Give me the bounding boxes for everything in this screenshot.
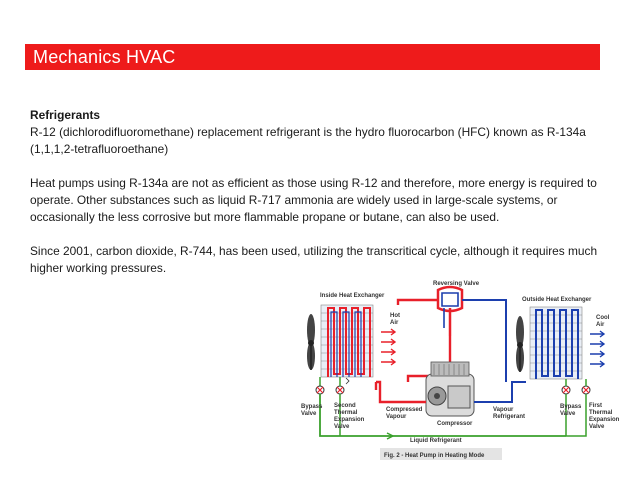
label-hot-air-1: Hot xyxy=(390,313,400,319)
label-first-tev-3: Expansion xyxy=(589,417,620,423)
label-second-tev-3: Expansion xyxy=(334,417,365,423)
intro-paragraph: Refrigerants R-12 (dichlorodifluorometha… xyxy=(30,107,600,158)
label-first-tev-2: Thermal xyxy=(589,410,613,416)
title-bar: Mechanics HVAC xyxy=(25,44,600,70)
label-bypass-valve-left-2: Valve xyxy=(301,411,317,417)
right-valve-group xyxy=(561,379,591,437)
inside-heat-exchanger xyxy=(320,304,374,378)
cool-air-arrows xyxy=(590,330,606,368)
label-outside-heat-exchanger: Outside Heat Exchanger xyxy=(522,297,592,303)
label-vapour-refrigerant-1: Vapour xyxy=(493,407,514,413)
reversing-valve xyxy=(436,285,464,336)
label-second-tev-4: Valve xyxy=(334,424,350,430)
label-liquid-refrigerant: Liquid Refrigerant xyxy=(410,438,462,444)
label-cool-air-1: Cool xyxy=(596,315,610,321)
label-hot-air-2: Air xyxy=(390,320,399,326)
label-second-tev-2: Thermal xyxy=(334,410,358,416)
hot-air-arrows xyxy=(381,328,397,366)
caption-box xyxy=(380,448,502,460)
label-compressed-vapour-1: Compressed xyxy=(386,407,423,413)
label-vapour-refrigerant-2: Refrigerant xyxy=(493,414,525,420)
left-valve-group xyxy=(315,377,566,437)
label-inside-heat-exchanger: Inside Heat Exchanger xyxy=(320,293,385,299)
label-first-tev-4: Valve xyxy=(589,424,605,430)
label-bypass-valve-left-1: Bypass xyxy=(301,404,323,410)
fan-icon xyxy=(516,316,524,372)
paragraph-efficiency: Heat pumps using R-134a are not as effic… xyxy=(30,176,597,224)
outside-heat-exchanger xyxy=(529,306,583,380)
label-compressor: Compressor xyxy=(437,421,473,427)
paragraph-co2: Since 2001, carbon dioxide, R-744, has b… xyxy=(30,244,598,275)
paragraph-r12: R-12 (dichlorodifluoromethane) replaceme… xyxy=(30,125,586,156)
section-heading: Refrigerants xyxy=(30,108,101,122)
heat-pump-diagram: Inside Heat Exchanger Reversing Valve Ou… xyxy=(298,278,628,473)
label-first-tev-1: First xyxy=(589,403,602,409)
label-second-tev-1: Second xyxy=(334,403,356,409)
label-bypass-valve-right-1: Bypass xyxy=(560,404,582,410)
fan-icon xyxy=(307,314,315,370)
label-bypass-valve-right-2: Valve xyxy=(560,411,576,417)
label-cool-air-2: Air xyxy=(596,322,605,328)
label-compressed-vapour-2: Vapour xyxy=(386,414,407,420)
figure-caption: Fig. 2 - Heat Pump in Heating Mode xyxy=(384,453,485,459)
slide-title: Mechanics HVAC xyxy=(33,47,176,67)
label-reversing-valve: Reversing Valve xyxy=(433,281,480,287)
slide-body: Refrigerants R-12 (dichlorodifluorometha… xyxy=(30,107,600,294)
compressor xyxy=(425,361,475,417)
